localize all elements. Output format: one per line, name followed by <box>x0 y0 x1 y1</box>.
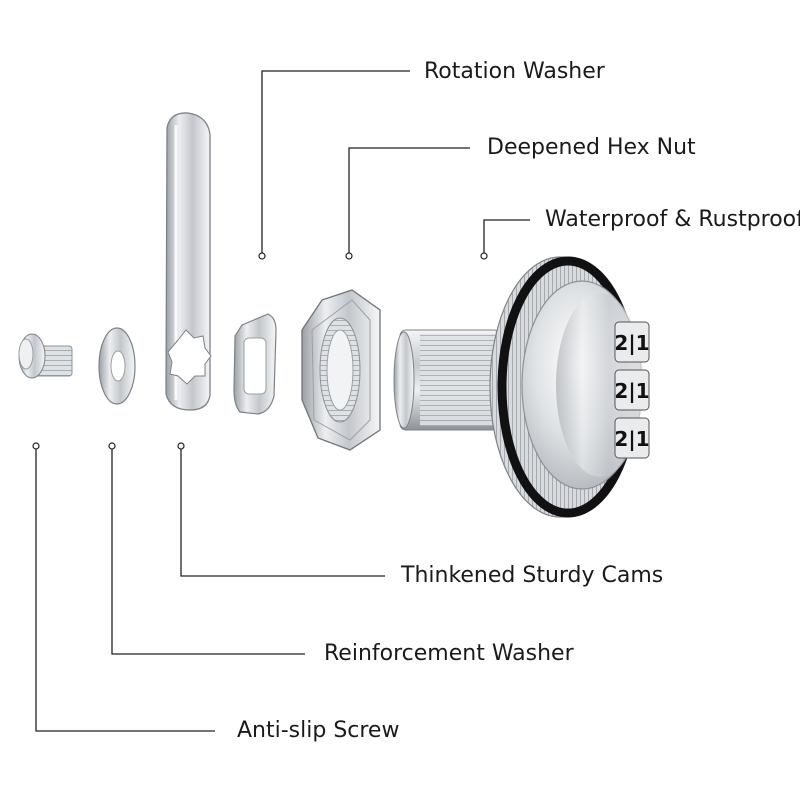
leader-hex-nut <box>348 147 470 255</box>
cam-bar-part <box>165 112 212 411</box>
leader-waterproof <box>483 219 530 255</box>
dial-digit-1: 2|1 <box>614 331 649 355</box>
label-rotation-washer: Rotation Washer <box>424 59 605 84</box>
leader-rotation-washer <box>261 70 410 255</box>
leader-cams <box>180 446 385 577</box>
anti-slip-screw-part <box>18 333 73 379</box>
label-waterproof-rustproof: Waterproof & Rustproof <box>545 207 800 232</box>
cam-lock-body-part: 2|1 2|1 2|1 <box>393 256 650 518</box>
leader-anti-slip-screw <box>35 446 215 732</box>
dial-digit-2: 2|1 <box>614 379 649 403</box>
hex-nut-part <box>301 289 381 451</box>
label-thinkened-sturdy-cams: Thinkened Sturdy Cams <box>401 563 664 588</box>
label-reinforcement-washer: Reinforcement Washer <box>324 641 574 666</box>
dial-digit-3: 2|1 <box>614 427 649 451</box>
leader-dots <box>32 252 488 450</box>
label-deepened-hex-nut: Deepened Hex Nut <box>487 135 696 160</box>
rotation-washer-part <box>233 313 277 415</box>
label-anti-slip-screw: Anti-slip Screw <box>237 718 400 743</box>
leader-reinforcement-washer <box>111 446 305 655</box>
reinforcement-washer-part <box>98 327 136 405</box>
dial-windows: 2|1 2|1 2|1 <box>614 321 650 459</box>
leader-lines <box>35 70 530 732</box>
